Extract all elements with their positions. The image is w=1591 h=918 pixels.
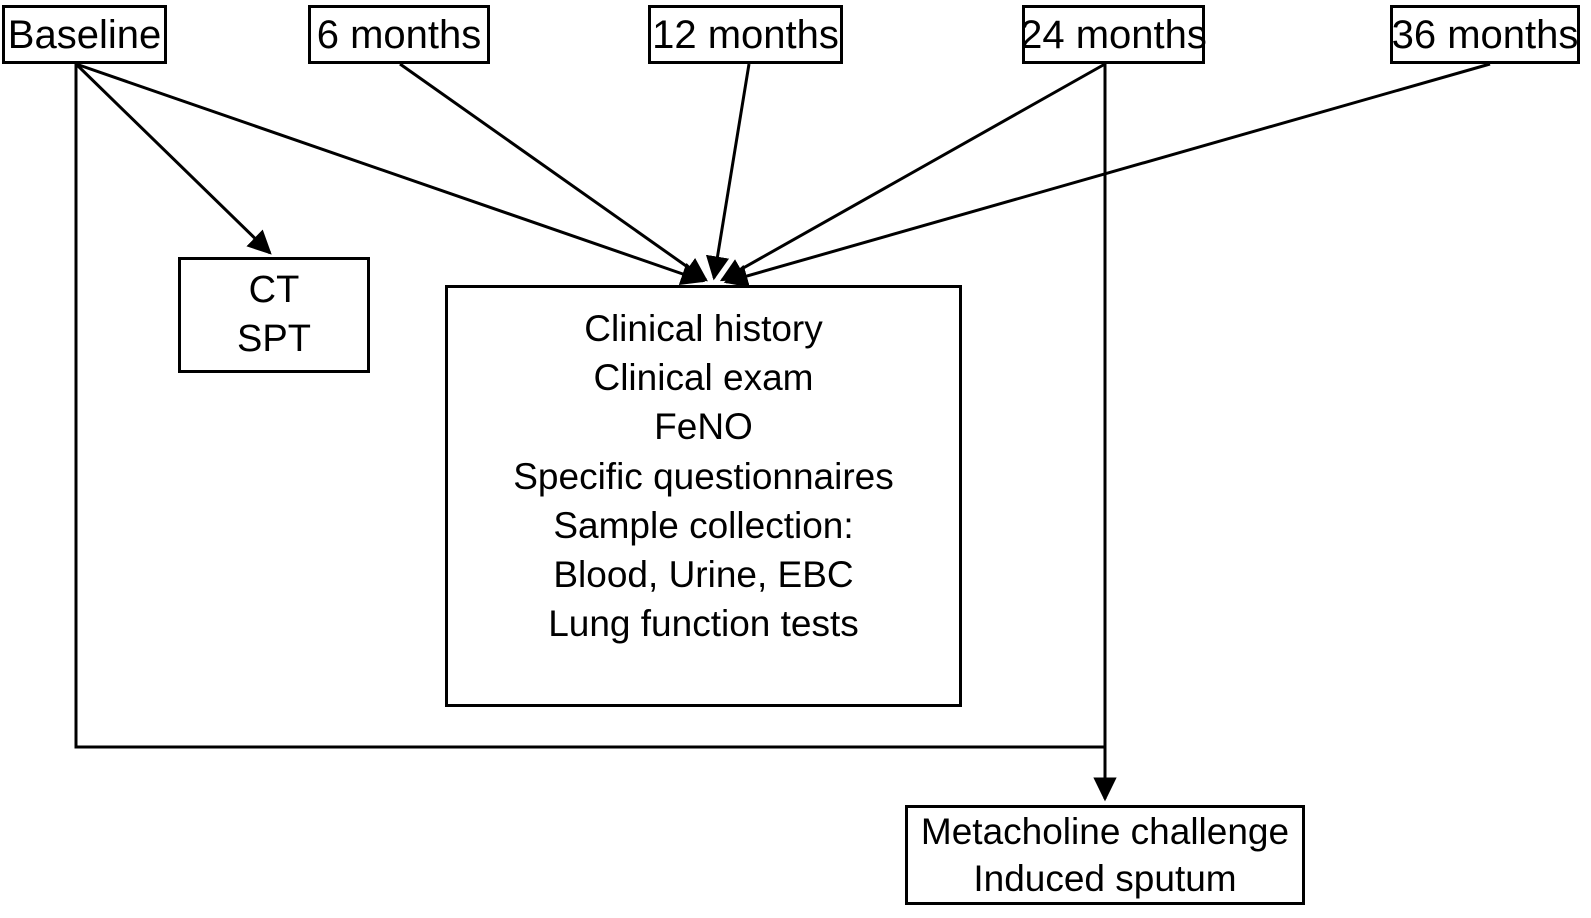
procedure-box-metacholine-sputum[interactable]: Metacholine challenge Induced sputum	[905, 805, 1305, 905]
timepoint-box-24-months[interactable]: 24 months	[1020, 5, 1207, 64]
assessment-line: Lung function tests	[548, 603, 859, 645]
timepoint-box-6-months[interactable]: 6 months	[308, 5, 490, 64]
assessment-line: FeNO	[654, 406, 753, 448]
procedure-line: CT	[248, 269, 300, 312]
timepoint-box-baseline[interactable]: Baseline	[2, 5, 167, 64]
assessment-line: Specific questionnaires	[513, 455, 894, 497]
procedure-box-ct-spt[interactable]: CT SPT	[178, 257, 370, 373]
procedure-line: SPT	[237, 318, 311, 360]
assessment-line: Clinical exam	[593, 357, 814, 399]
edge-36months-to-assessments	[723, 62, 1491, 288]
edge-baseline-to-assessments	[75, 62, 706, 285]
timepoint-label: 6 months	[316, 12, 482, 57]
edge-12months-to-assessments	[705, 63, 751, 281]
assessment-line: Blood, Urine, EBC	[553, 554, 854, 596]
timepoint-label: 12 months	[652, 12, 839, 57]
assessment-line: Clinical history	[584, 308, 823, 349]
assessment-line: Sample collection:	[553, 504, 854, 546]
timepoint-label: 24 months	[1020, 12, 1207, 57]
timepoint-label: 36 months	[1391, 12, 1579, 57]
procedure-line: Induced sputum	[973, 858, 1237, 899]
timepoint-box-12-months[interactable]: 12 months	[648, 5, 843, 64]
timepoint-label: Baseline	[7, 12, 162, 57]
edge-24months-to-assessments	[719, 62, 1106, 282]
assessments-box[interactable]: Clinical history Clinical exam FeNO Spec…	[445, 285, 962, 707]
timepoint-box-36-months[interactable]: 36 months	[1390, 5, 1580, 64]
edge-6months-to-assessments	[399, 62, 708, 282]
procedure-line: Metacholine challenge	[920, 810, 1290, 852]
edge-baseline-to-ctspt	[74, 62, 272, 255]
